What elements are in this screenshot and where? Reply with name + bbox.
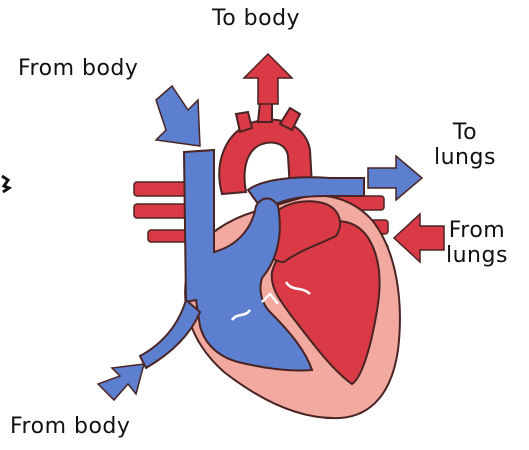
from-body-bottom-arrow	[98, 364, 144, 400]
inferior-vena-cava	[140, 300, 200, 368]
from-body-top-arrow	[156, 86, 200, 146]
from-lungs-label-line1: From	[446, 218, 508, 243]
to-lungs-label-line2: lungs	[434, 145, 496, 170]
to-body-arrow	[244, 54, 292, 104]
to-body-label: To body	[212, 6, 300, 31]
from-body-bottom-label: From body	[10, 414, 130, 439]
to-lungs-label: To lungs	[434, 120, 496, 171]
from-lungs-label: From lungs	[446, 218, 508, 269]
from-lungs-label-line2: lungs	[446, 243, 508, 268]
from-body-top-label: From body	[18, 56, 138, 81]
ink-smudge	[2, 176, 9, 192]
to-lungs-label-line1: To	[434, 120, 496, 145]
from-lungs-arrow	[394, 214, 444, 262]
to-lungs-arrow	[368, 156, 422, 200]
